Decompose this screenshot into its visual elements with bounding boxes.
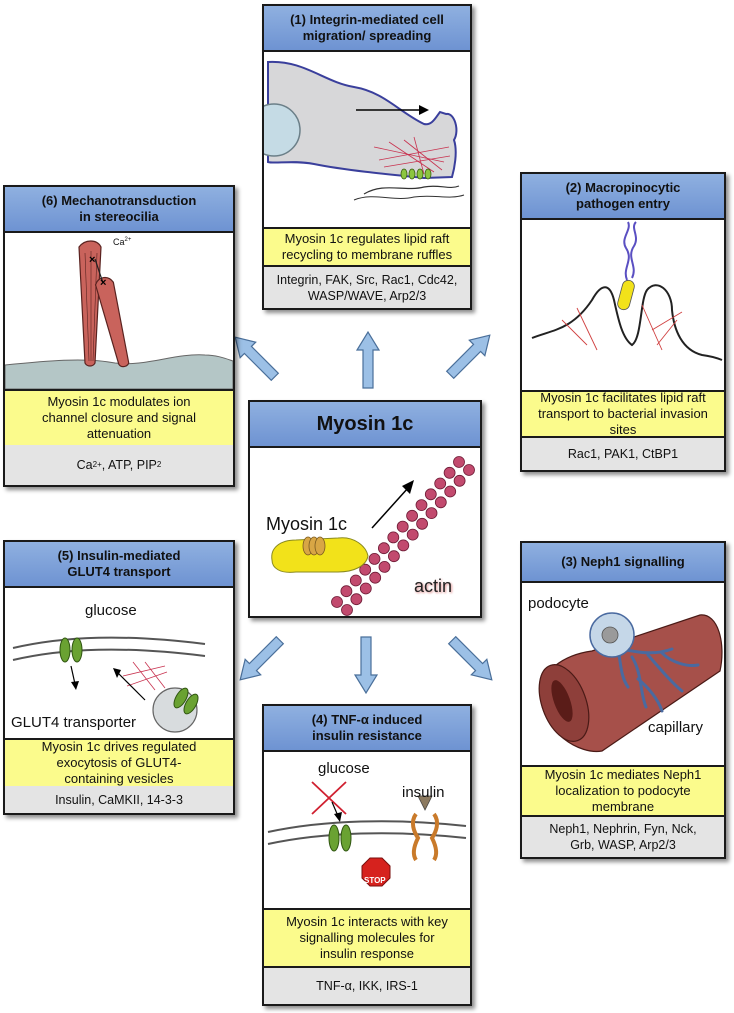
actin-bead	[341, 604, 353, 616]
panel-3-title: (3) Neph1 signalling	[522, 543, 724, 583]
insulin-label: insulin	[402, 784, 445, 801]
actin-bead	[369, 571, 382, 584]
stop-sign-label: STOP	[364, 876, 386, 885]
panel-6-function: Myosin 1c modulates ion channel closure …	[5, 389, 233, 447]
panel-4-molecules: TNF-α, IKK, IRS-1	[264, 968, 470, 1004]
glucose-label-5: glucose	[85, 602, 137, 619]
myosin-actin-illustration	[250, 448, 480, 616]
actin-bead	[424, 488, 437, 501]
arrow-to-panel-6	[234, 336, 280, 382]
panel-4-function: Myosin 1c interacts with key signalling …	[264, 908, 470, 968]
actin-bead	[377, 542, 390, 555]
panel-macropinocytic-entry: (2) Macropinocytic pathogen entry Myosin…	[520, 172, 726, 472]
panel-6-title: (6) Mechanotransduction in stereocilia	[5, 187, 233, 233]
actin-bead	[349, 574, 362, 587]
myosin-label: Myosin 1c	[266, 514, 348, 534]
actin-bead	[434, 496, 447, 509]
panel-integrin-migration: (1) Integrin-mediated cell migration/ sp…	[262, 4, 472, 310]
actin-bead	[350, 593, 363, 606]
glut4-illustration	[5, 588, 233, 738]
nucleus	[264, 103, 301, 157]
actin-bead	[397, 539, 410, 552]
panel-2-molecules: Rac1, PAK1, CtBP1	[522, 438, 724, 470]
panel-4-title: (4) TNF-α induced insulin resistance	[264, 706, 470, 752]
svg-text:×: ×	[89, 254, 95, 266]
actin-bead	[425, 507, 438, 519]
pathogen-entry-illustration	[522, 220, 724, 390]
svg-text:×: ×	[100, 277, 106, 289]
glut4-transporter-label: GLUT4 transporter	[11, 714, 137, 731]
panel-glut4-transport: (5) Insulin-mediated GLUT4 transport glu…	[3, 540, 235, 815]
actin-bead	[453, 474, 466, 487]
panel-5-function: Myosin 1c drives regulated exocytosis of…	[5, 738, 233, 788]
actin-bead	[434, 477, 447, 490]
actin-bead	[387, 550, 400, 563]
panel-1-title: (1) Integrin-mediated cell migration/ sp…	[264, 6, 470, 52]
cell-migration-illustration	[264, 52, 470, 227]
panel-1-function: Myosin 1c regulates lipid raft recycling…	[264, 227, 470, 267]
arrow-to-panel-2	[445, 334, 491, 380]
panel-tnf-insulin-resistance: (4) TNF-α induced insulin resistance glu…	[262, 704, 472, 1006]
panel-5-molecules: Insulin, CaMKII, 14-3-3	[5, 786, 233, 813]
panel-1-molecules: Integrin, FAK, Src, Rac1, Cdc42, WASP/WA…	[264, 267, 470, 308]
stereocilia-illustration: × ×	[5, 233, 233, 389]
panel-2-function: Myosin 1c facilitates lipid raft transpo…	[522, 390, 724, 438]
arrow-to-panel-3	[447, 635, 493, 681]
actin-bead	[378, 561, 391, 573]
calcium-label: Ca2+	[113, 237, 132, 247]
actin-bead	[443, 466, 456, 479]
actin-bead	[406, 509, 419, 522]
actin-bead	[387, 531, 400, 544]
panel-3-molecules: Neph1, Nephrin, Fyn, Nck, Grb, WASP, Arp…	[522, 817, 724, 857]
actin-bead	[406, 528, 419, 541]
stereocilium-short	[94, 276, 130, 368]
center-title: Myosin 1c	[250, 402, 480, 448]
actin-bead	[340, 585, 353, 598]
arrow-to-panel-1	[356, 330, 380, 389]
panel-5-title: (5) Insulin-mediated GLUT4 transport	[5, 542, 233, 588]
actin-bead	[359, 563, 372, 576]
panel-3-function: Myosin 1c mediates Neph1 localization to…	[522, 765, 724, 817]
actin-bead	[396, 520, 409, 533]
actin-bead	[368, 553, 381, 565]
actin-bead	[463, 464, 475, 476]
capillary-label: capillary	[648, 719, 704, 736]
arrow-to-panel-4	[354, 636, 378, 695]
actin-bead	[444, 485, 457, 498]
stereocilium-tall	[78, 240, 102, 367]
actin-bead	[359, 582, 372, 595]
actin-bead	[331, 596, 343, 608]
glucose-label-4: glucose	[318, 760, 370, 777]
arrow-to-panel-5	[239, 635, 285, 681]
panel-mechanotransduction: (6) Mechanotransduction in stereocilia ×…	[3, 185, 235, 487]
insulin-resistance-illustration	[264, 752, 470, 908]
panel-2-title: (2) Macropinocytic pathogen entry	[522, 174, 724, 220]
podocyte-label: podocyte	[528, 595, 589, 612]
actin-bead	[415, 499, 428, 511]
panel-neph1-signalling: (3) Neph1 signalling podocyte capillary …	[520, 541, 726, 859]
actin-label: actin	[414, 576, 453, 596]
center-myosin-1c: Myosin 1c Myosin 1c actin	[248, 400, 482, 618]
actin-filament	[331, 456, 475, 616]
podocyte-capillary-illustration	[522, 583, 724, 765]
actin-bead	[453, 456, 465, 468]
actin-bead	[416, 517, 429, 530]
myosin-1c-motor	[271, 536, 369, 573]
